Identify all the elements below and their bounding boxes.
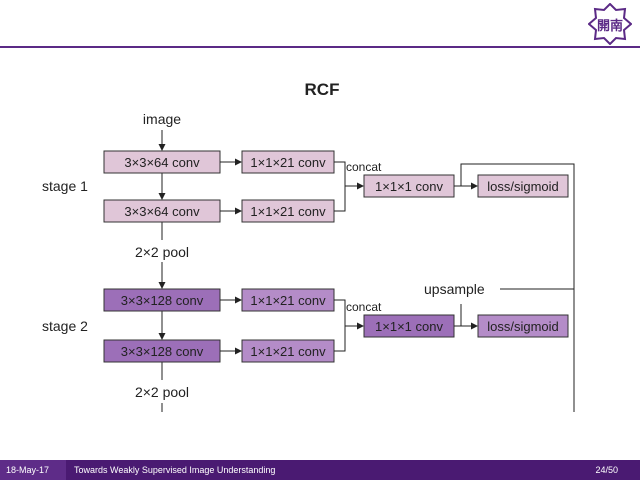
fusion-path-stage-1 [460,163,575,412]
rcf-diagram: RCF image stage 1 3×3×64 conv 3×3×64 con… [42,80,575,412]
footer-date: 18-May-17 [0,460,66,480]
input-label: image [143,111,181,127]
stage-2-side-a: 1×1×21 conv [250,293,326,308]
stage-1-loss-box [477,174,569,198]
stage-2-loss: loss/sigmoid [487,319,559,334]
stage-2-loss-box [477,314,569,338]
stage-1-concat-label: concat [346,160,382,174]
logo-text: 開南 [597,18,623,33]
stage-2-concat-label: concat [346,300,382,314]
university-logo: 開南 [588,3,632,45]
stage-2-label: stage 2 [42,318,88,334]
diagram-title: RCF [305,80,340,99]
stage-1-conv-a: 3×3×64 conv [124,155,200,170]
slide-footer: 18-May-17 Towards Weakly Supervised Imag… [0,460,640,480]
footer-title: Towards Weakly Supervised Image Understa… [74,465,276,475]
stage-1-pool: 2×2 pool [135,244,189,260]
page-number: 24/50 [595,465,618,475]
stage-1-conv-b: 3×3×64 conv [124,204,200,219]
upsample-label: upsample [424,281,485,297]
stage-2-conv-a: 3×3×128 conv [121,293,204,308]
stage-1-label: stage 1 [42,178,88,194]
stage-1-side-b: 1×1×21 conv [250,204,326,219]
stage-2-fuse: 1×1×1 conv [375,319,443,334]
stage-2-pool: 2×2 pool [135,384,189,400]
stage-1-loss: loss/sigmoid [487,179,559,194]
stage-1-side-a: 1×1×21 conv [250,155,326,170]
header-rule [0,46,640,48]
stage-2-side-b: 1×1×21 conv [250,344,326,359]
stage-1-fuse: 1×1×1 conv [375,179,443,194]
stage-2-conv-b: 3×3×128 conv [121,344,204,359]
